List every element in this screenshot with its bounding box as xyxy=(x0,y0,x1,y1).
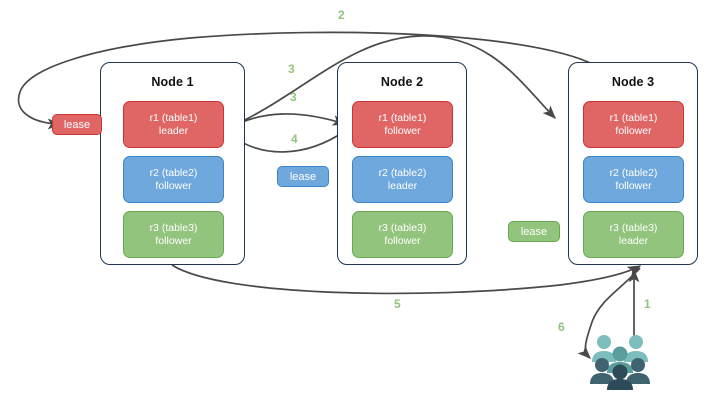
replica-role: leader xyxy=(387,179,418,192)
node-3[interactable]: Node 3 r1 (table1) follower r2 (table2) … xyxy=(568,62,698,265)
replica-name: r2 (table2) xyxy=(378,166,427,179)
step-label-1: 1 xyxy=(644,297,651,311)
node-3-replica-r2[interactable]: r2 (table2) follower xyxy=(583,156,684,203)
replica-name: r2 (table2) xyxy=(149,166,198,179)
node-1-replica-r3[interactable]: r3 (table3) follower xyxy=(123,211,224,258)
step-label-2: 2 xyxy=(338,8,345,22)
replica-role: follower xyxy=(384,234,421,247)
replica-role: follower xyxy=(615,179,652,192)
node-3-replica-r1[interactable]: r1 (table1) follower xyxy=(583,101,684,148)
replica-role: follower xyxy=(384,124,421,137)
replica-name: r3 (table3) xyxy=(149,221,198,234)
lease-chip-table3[interactable]: lease xyxy=(508,221,560,242)
step-label-5: 5 xyxy=(394,297,401,311)
replica-name: r3 (table3) xyxy=(609,221,658,234)
node-1[interactable]: Node 1 r1 (table1) leader r2 (table2) fo… xyxy=(100,62,245,265)
lease-chip-table2[interactable]: lease xyxy=(277,166,329,187)
replica-role: follower xyxy=(615,124,652,137)
node-2-title: Node 2 xyxy=(380,75,424,89)
node-1-title: Node 1 xyxy=(151,75,194,89)
lease-chip-table1[interactable]: lease xyxy=(52,114,102,135)
node-2-replica-r1[interactable]: r1 (table1) follower xyxy=(352,101,453,148)
replica-role: leader xyxy=(618,234,649,247)
node-2-replica-r2[interactable]: r2 (table2) leader xyxy=(352,156,453,203)
node-3-title: Node 3 xyxy=(611,75,655,89)
replica-role: leader xyxy=(158,124,189,137)
node-1-replica-r2[interactable]: r2 (table2) follower xyxy=(123,156,224,203)
replica-name: r1 (table1) xyxy=(378,111,427,124)
replica-name: r1 (table1) xyxy=(609,111,658,124)
users-group-icon xyxy=(590,335,650,390)
edge-step-5 xyxy=(171,264,642,295)
node-2[interactable]: Node 2 r1 (table1) follower r2 (table2) … xyxy=(337,62,467,265)
step-label-6: 6 xyxy=(558,320,565,334)
node-2-replica-r3[interactable]: r3 (table3) follower xyxy=(352,211,453,258)
replica-name: r2 (table2) xyxy=(609,166,658,179)
replica-name: r3 (table3) xyxy=(378,221,427,234)
step-label-3-top: 3 xyxy=(288,62,295,76)
edge-step-4-n2-to-n1 xyxy=(230,130,346,153)
replica-role: follower xyxy=(155,179,192,192)
step-label-4: 4 xyxy=(291,132,298,146)
replica-role: follower xyxy=(155,234,192,247)
node-1-replica-r1[interactable]: r1 (table1) leader xyxy=(123,101,224,148)
edge-step-3-n1-to-n2 xyxy=(229,113,347,129)
replica-name: r1 (table1) xyxy=(149,111,198,124)
node-3-replica-r3[interactable]: r3 (table3) leader xyxy=(583,211,684,258)
step-label-3-lens: 3 xyxy=(290,90,297,104)
